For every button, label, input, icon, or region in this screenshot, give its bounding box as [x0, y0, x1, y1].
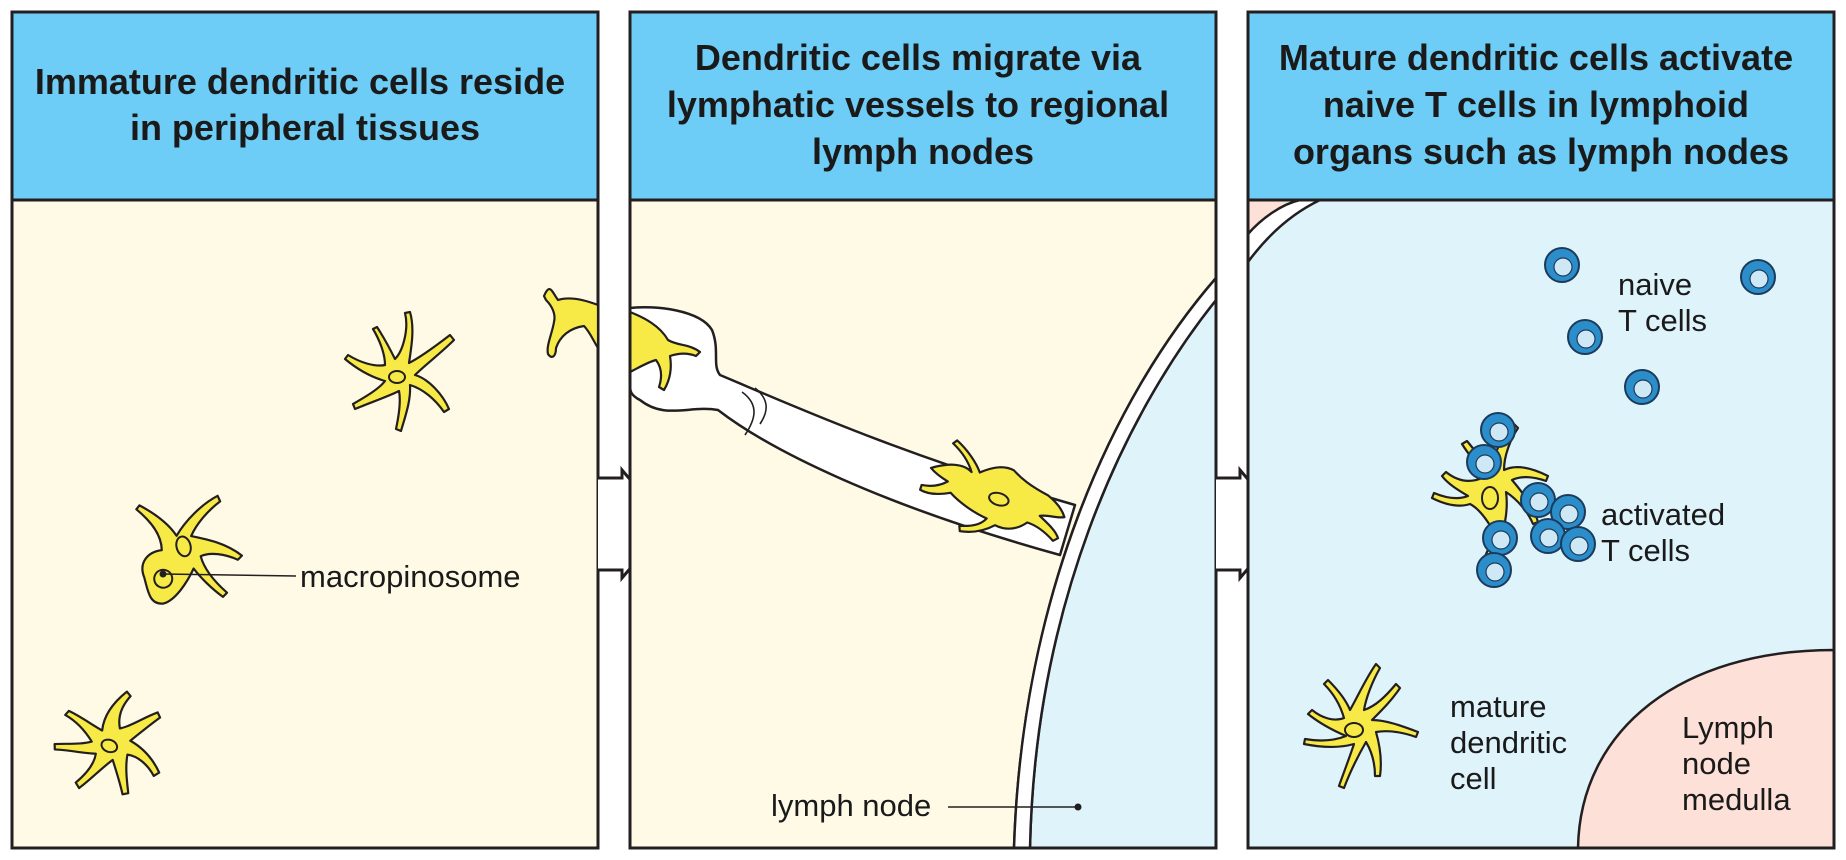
panel-3-title: Mature dendritic cells activate naive T …	[1279, 37, 1803, 172]
migrating-dendritic-cell	[919, 439, 1066, 542]
panel-1-title: Immature dendritic cells reside in perip…	[35, 61, 575, 148]
lymph-node-label: lymph node	[771, 788, 931, 823]
mature-dendritic-cell-label: mature dendritic cell	[1450, 689, 1576, 796]
activated-t-cells-label: activated T cells	[1601, 497, 1734, 568]
lymph-node-medulla	[1576, 648, 1836, 850]
migrating-dendritic-cell	[542, 287, 600, 358]
lymph-node-medulla-label: Lymph node medulla	[1682, 710, 1791, 817]
panel-3: Mature dendritic cells activate naive T …	[1246, 10, 1836, 850]
panel-1: Immature dendritic cells reside in perip…	[10, 10, 600, 850]
immature-dendritic-cell	[343, 310, 456, 433]
immature-dendritic-cell	[42, 673, 183, 814]
panel-1-header	[10, 10, 600, 202]
lymph-node	[1014, 278, 1216, 848]
mature-dendritic-cell	[1302, 662, 1420, 790]
panel-2: Dendritic cells migrate via lymphatic ve…	[628, 10, 1218, 850]
panel-2-title: Dendritic cells migrate via lymphatic ve…	[667, 37, 1179, 172]
macropinosome-label: macropinosome	[300, 559, 521, 594]
naive-t-cells-label: naive T cells	[1618, 267, 1707, 338]
